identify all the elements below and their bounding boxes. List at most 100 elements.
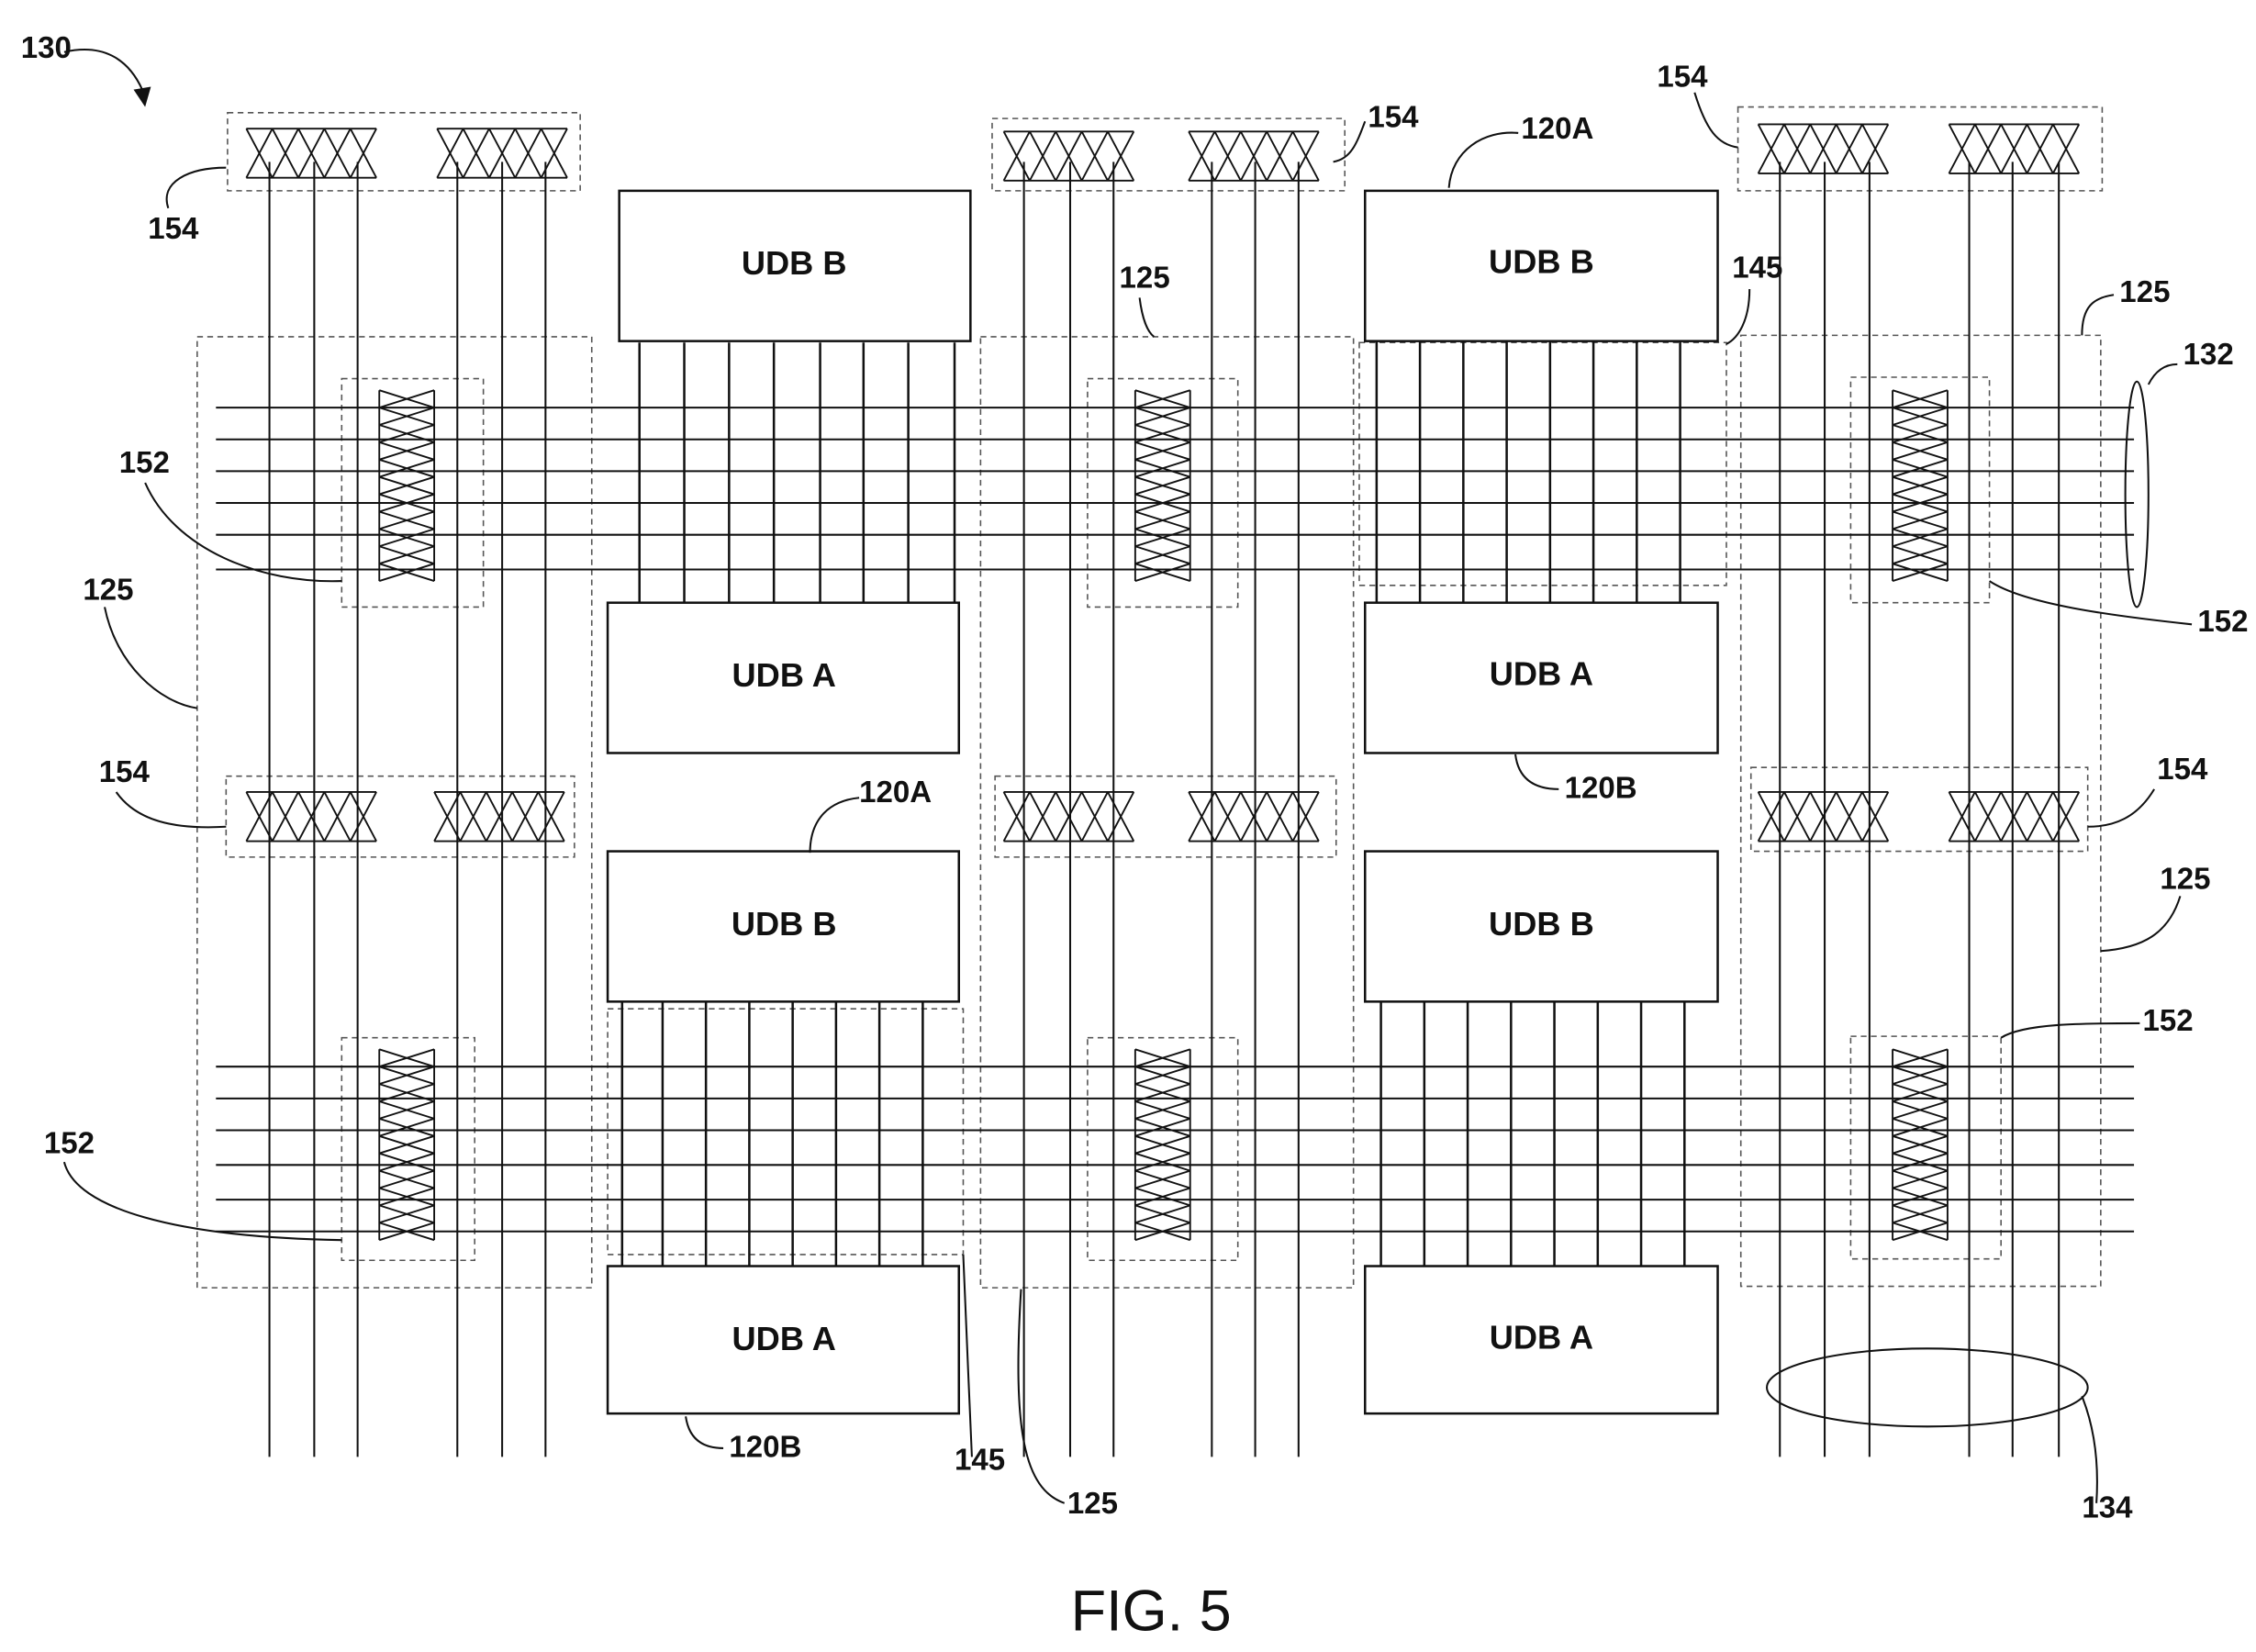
- switch-block-152: [1892, 1048, 1949, 1242]
- ref-154-leader: [1333, 120, 1367, 163]
- switch-cross-mark: [433, 791, 462, 842]
- switch-cross-mark: [1266, 130, 1294, 182]
- switch-cross-mark: [1835, 791, 1863, 842]
- switch-cross-mark: [1892, 1222, 1949, 1242]
- switch-cross-mark: [1134, 1066, 1191, 1086]
- switch-cross-mark: [378, 458, 435, 478]
- switch-block-152: [1134, 389, 1191, 582]
- switch-cross-mark: [378, 1066, 435, 1086]
- switch-cross-mark: [1134, 545, 1191, 565]
- switch-cross-mark: [1783, 791, 1812, 842]
- ref-145-upper: 145: [1732, 251, 1782, 285]
- switch-cross-mark: [1757, 123, 1785, 174]
- switch-block-152: [1134, 1048, 1191, 1242]
- ref-154-leader: [165, 166, 227, 209]
- switch-cross-mark: [511, 791, 540, 842]
- ref-152-leader: [144, 482, 342, 583]
- udb-block: [1364, 189, 1719, 342]
- ref-152-leader: [62, 1161, 342, 1242]
- switch-block-154-outline: [994, 775, 1337, 858]
- switch-cross-mark: [349, 128, 377, 179]
- switch-cross-mark: [459, 791, 487, 842]
- ref-134: 134: [2082, 1491, 2133, 1525]
- ref-145-leader: [962, 1254, 973, 1457]
- switch-cross-mark: [378, 1048, 435, 1068]
- ref-154-top-mid: 154: [1368, 101, 1419, 135]
- ref-134-leader: [2081, 1395, 2098, 1503]
- switch-cross-mark: [378, 1169, 435, 1189]
- switch-block-154: [245, 791, 377, 843]
- switch-cross-mark: [1892, 424, 1949, 443]
- udb-a-label: UDB A: [1490, 1318, 1593, 1356]
- switch-block-154: [1002, 791, 1135, 843]
- switch-cross-mark: [378, 424, 435, 443]
- udb-labels: UDB B UDB A UDB B UDB A UDB B UDB A UDB …: [732, 243, 1594, 1357]
- switch-cross-mark: [1892, 475, 1949, 496]
- ref-154-leader: [2087, 788, 2155, 828]
- switch-block-154: [1757, 123, 1890, 174]
- switch-cross-mark: [1029, 130, 1057, 182]
- switch-block-154: [1002, 130, 1135, 182]
- switch-cross-mark: [1134, 1083, 1191, 1102]
- ref-125-top-mid: 125: [1120, 261, 1170, 295]
- switch-cross-mark: [1948, 791, 1976, 842]
- udb-a-label: UDB A: [1490, 654, 1593, 692]
- switch-block-154-outline: [225, 775, 575, 858]
- switch-cross-mark: [323, 128, 352, 179]
- ref-125-leader: [1138, 297, 1156, 338]
- switch-block-152: [378, 389, 436, 582]
- udb-a-label: UDB A: [732, 1320, 836, 1357]
- udb-blocks: [606, 189, 1719, 1415]
- ref-120B-leader: [685, 1416, 724, 1449]
- switch-cross-mark: [1892, 1083, 1949, 1102]
- switch-cross-mark: [1055, 130, 1083, 182]
- ref-132: 132: [2183, 338, 2234, 372]
- switch-cross-mark: [1213, 791, 1242, 842]
- udb-block: [1364, 1265, 1719, 1415]
- switch-cross-mark: [1080, 791, 1109, 842]
- switch-cross-mark: [1002, 130, 1031, 182]
- switch-cross-mark: [1892, 1187, 1949, 1207]
- ref-152-lower-right: 152: [2143, 1004, 2194, 1038]
- switch-cross-mark: [1892, 407, 1949, 426]
- switch-block-152-outline: [341, 377, 485, 608]
- udb-block: [606, 1265, 961, 1415]
- switch-block-152: [378, 1048, 436, 1242]
- switch-block-154: [1757, 791, 1890, 843]
- switch-cross-mark: [514, 128, 542, 179]
- ref-152-upper-right: 152: [2197, 605, 2248, 639]
- switch-cross-mark: [378, 475, 435, 496]
- switch-cross-mark: [271, 791, 299, 842]
- switch-cross-mark: [1892, 545, 1949, 565]
- switch-cross-mark: [2000, 791, 2028, 842]
- switch-cross-mark: [1757, 791, 1785, 842]
- switch-cross-mark: [1892, 1204, 1949, 1224]
- switch-block-154: [1948, 791, 2081, 843]
- ref-130-arrowhead: [133, 86, 151, 107]
- switch-cross-mark: [349, 791, 377, 842]
- switch-cross-mark: [378, 1204, 435, 1224]
- switch-cross-mark: [1809, 123, 1837, 174]
- switch-cross-mark: [1892, 563, 1949, 582]
- switch-cross-mark: [1134, 1222, 1191, 1242]
- ref-125-leader: [2081, 294, 2115, 336]
- switch-cross-mark: [537, 791, 565, 842]
- switch-cross-mark: [271, 128, 299, 179]
- switch-cross-mark: [1134, 475, 1191, 496]
- switch-block-154: [433, 791, 565, 843]
- udb-pair-region-145: [1358, 341, 1727, 586]
- switch-cross-mark: [1861, 123, 1890, 174]
- figure-caption: FIG. 5: [1071, 1579, 1232, 1643]
- switch-cross-mark: [1134, 1169, 1191, 1189]
- switch-cross-mark: [1892, 1152, 1949, 1172]
- switch-block-154: [436, 128, 568, 179]
- udb-block: [606, 601, 961, 754]
- switch-cross-mark: [1134, 493, 1191, 513]
- routing-channel-125: [979, 336, 1355, 1289]
- switch-cross-mark: [1134, 458, 1191, 478]
- switch-cross-mark: [1973, 123, 2003, 174]
- switch-cross-mark: [245, 128, 274, 179]
- switch-cross-mark: [1134, 1152, 1191, 1172]
- switch-cross-mark: [378, 563, 435, 582]
- switch-cross-mark: [1892, 1169, 1949, 1189]
